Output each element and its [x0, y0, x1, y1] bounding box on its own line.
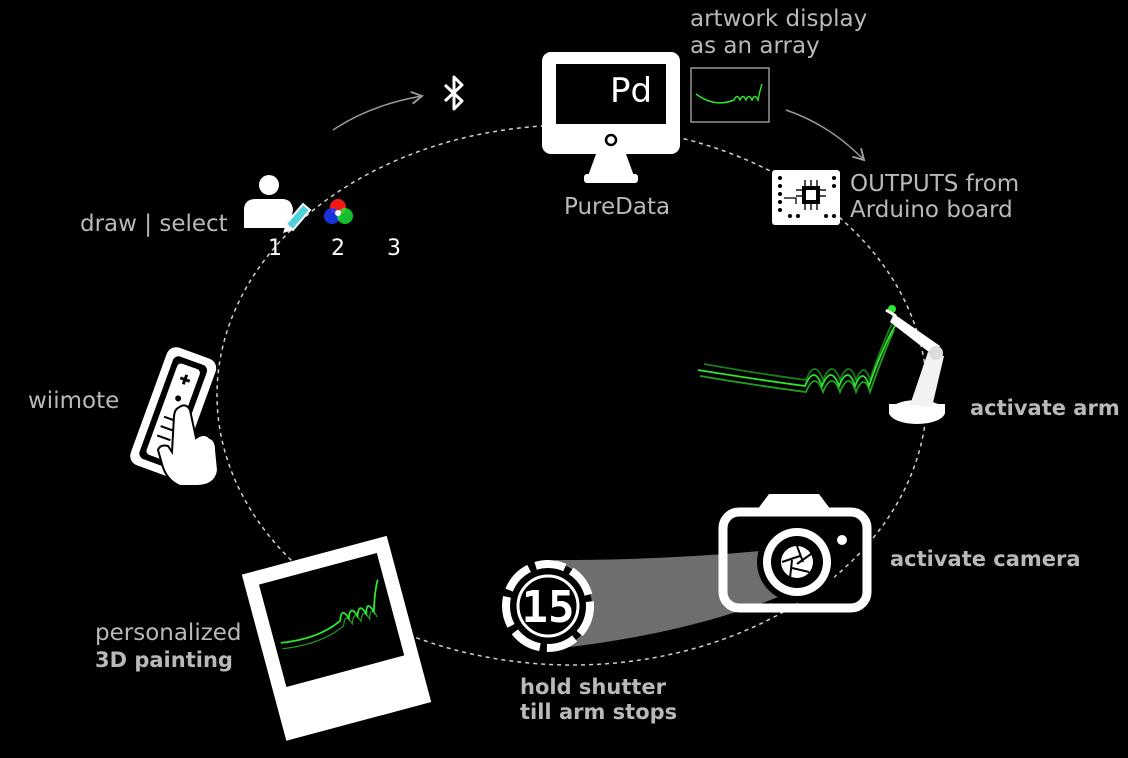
- bluetooth-icon: [443, 75, 464, 111]
- arrow-to-bluetooth: [332, 90, 424, 131]
- artwork-label-line1: artwork display: [690, 6, 868, 32]
- activate-arm-label: activate arm: [970, 396, 1120, 420]
- countdown-timer-icon: 15: [502, 560, 594, 652]
- wiimote-label: wiimote: [28, 388, 120, 414]
- personalized-label: personalized: [95, 620, 242, 646]
- outputs-label-line2: Arduino board: [850, 197, 1013, 223]
- user-draw-icon: [244, 175, 312, 233]
- rgb-color-icon: [324, 199, 353, 224]
- hold-shutter-line1: hold shutter: [520, 675, 666, 699]
- green-painting-stroke: [697, 309, 896, 395]
- polaroid-icon: [241, 535, 432, 741]
- step-1: 1: [268, 236, 282, 261]
- robot-arm-icon: [885, 308, 945, 424]
- step-3: 3: [387, 236, 401, 261]
- counter-value: 15: [522, 582, 575, 633]
- painting-label: 3D painting: [95, 648, 233, 672]
- shutter-beam: [555, 548, 800, 648]
- outputs-label-line1: OUTPUTS from: [850, 171, 1020, 197]
- step-2: 2: [331, 236, 345, 261]
- monitor-icon: [542, 52, 680, 183]
- artwork-label-line2: as an array: [690, 33, 820, 59]
- camera-icon: [718, 494, 872, 613]
- draw-select-label: draw | select: [80, 211, 228, 237]
- activate-camera-label: activate camera: [890, 547, 1081, 571]
- artwork-thumbnail: [690, 67, 770, 123]
- wiimote-hand-icon: [130, 347, 217, 477]
- hand-shape: [156, 404, 220, 487]
- pd-logo-text: Pd: [610, 71, 653, 111]
- puredata-label: PureData: [564, 194, 671, 220]
- hold-shutter-line2: till arm stops: [520, 700, 678, 724]
- arrow-to-arduino: [785, 109, 866, 162]
- arduino-board-icon: [772, 170, 840, 225]
